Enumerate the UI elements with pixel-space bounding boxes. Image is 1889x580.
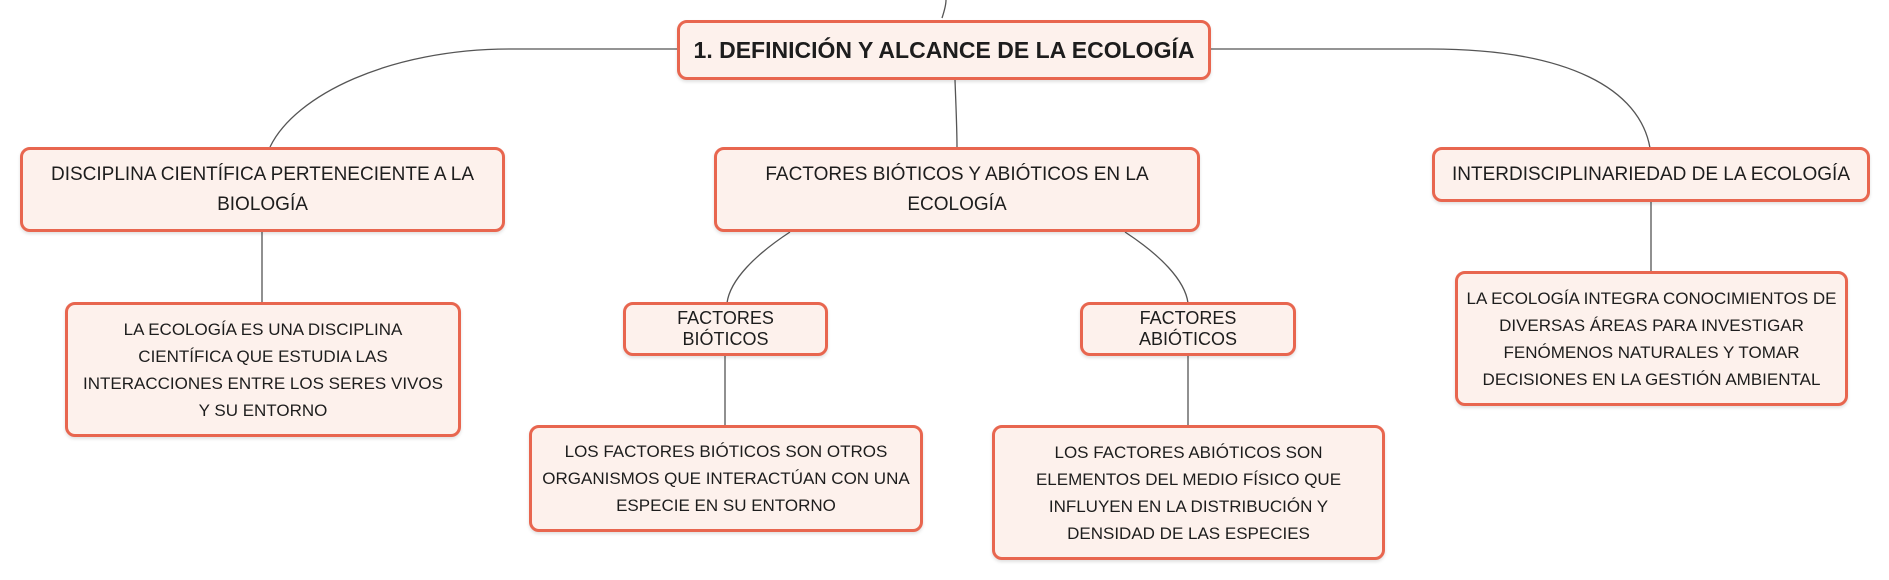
branch-node-interdisciplinariedad-label: INTERDISCIPLINARIEDAD DE LA ECOLOGÍA xyxy=(1451,163,1851,185)
connector-root-to-branch-factores xyxy=(954,79,958,149)
detail-node-interdisciplinariedad[interactable]: LA ECOLOGÍA INTEGRA CONOCIMIENTOS DE DIV… xyxy=(1455,271,1848,406)
branch-node-biologia[interactable]: DISCIPLINA CIENTÍFICA PERTENECIENTE A LA… xyxy=(20,147,505,232)
sub-node-abioticos[interactable]: FACTORES ABIÓTICOS xyxy=(1080,302,1296,356)
detail-node-abioticos[interactable]: LOS FACTORES ABIÓTICOS SON ELEMENTOS DEL… xyxy=(992,425,1385,560)
connector-factores-to-abioticos xyxy=(1124,231,1189,304)
detail-node-abioticos-text: LOS FACTORES ABIÓTICOS SON ELEMENTOS DEL… xyxy=(1035,442,1342,543)
sub-node-abioticos-label: FACTORES ABIÓTICOS xyxy=(1138,308,1237,349)
branch-node-biologia-label: DISCIPLINA CIENTÍFICA PERTENECIENTE A LA… xyxy=(50,163,475,215)
root-node-label: 1. DEFINICIÓN Y ALCANCE DE LA ECOLOGÍA xyxy=(693,36,1195,63)
sub-node-bioticos-label: FACTORES BIÓTICOS xyxy=(677,308,774,349)
detail-node-biologia-text: LA ECOLOGÍA ES UNA DISCIPLINA CIENTÍFICA… xyxy=(83,319,443,420)
branch-node-factores-label: FACTORES BIÓTICOS Y ABIÓTICOS EN LA ECOL… xyxy=(765,163,1149,215)
connector-parent-stub xyxy=(941,0,947,19)
branch-node-interdisciplinariedad[interactable]: INTERDISCIPLINARIEDAD DE LA ECOLOGÍA xyxy=(1432,147,1870,202)
detail-node-interdisciplinariedad-text: LA ECOLOGÍA INTEGRA CONOCIMIENTOS DE DIV… xyxy=(1466,288,1837,389)
root-node[interactable]: 1. DEFINICIÓN Y ALCANCE DE LA ECOLOGÍA xyxy=(677,20,1211,80)
sub-node-bioticos[interactable]: FACTORES BIÓTICOS xyxy=(623,302,828,356)
connector-factores-to-bioticos xyxy=(726,231,791,304)
detail-node-bioticos[interactable]: LOS FACTORES BIÓTICOS SON OTROS ORGANISM… xyxy=(529,425,923,532)
detail-node-bioticos-text: LOS FACTORES BIÓTICOS SON OTROS ORGANISM… xyxy=(542,442,910,515)
connector-root-to-branch-biologia xyxy=(269,48,677,148)
detail-node-biologia[interactable]: LA ECOLOGÍA ES UNA DISCIPLINA CIENTÍFICA… xyxy=(65,302,461,437)
connector-root-to-branch-interdisciplinariedad xyxy=(1210,48,1651,149)
branch-node-factores[interactable]: FACTORES BIÓTICOS Y ABIÓTICOS EN LA ECOL… xyxy=(714,147,1200,232)
